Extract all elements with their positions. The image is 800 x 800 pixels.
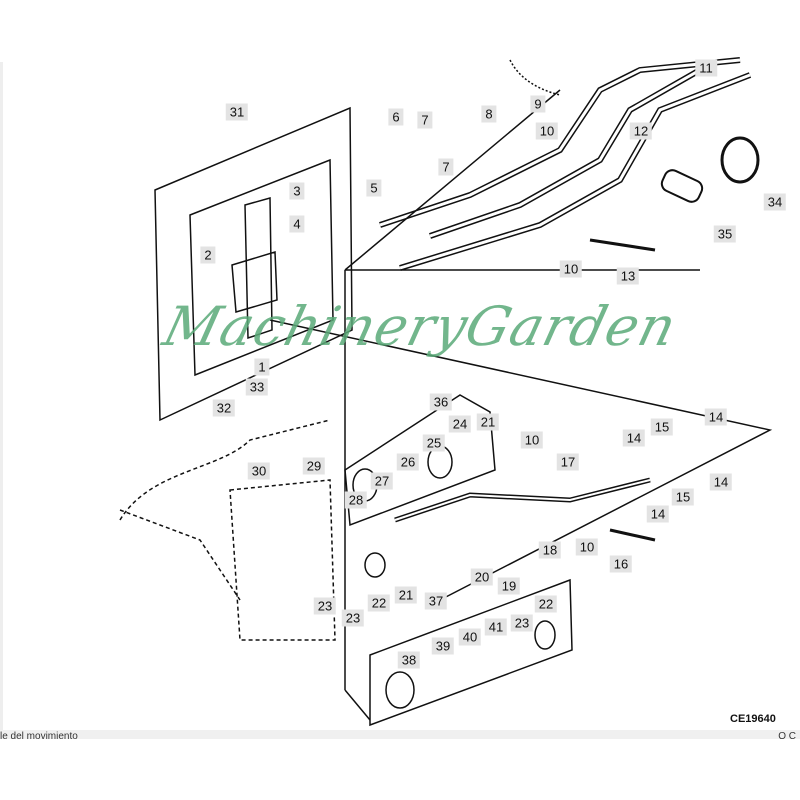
viewer-controls[interactable]: Q C (778, 731, 796, 739)
part-label: 15 (650, 418, 674, 436)
part-label: 3 (289, 182, 305, 200)
part-label: 41 (484, 618, 508, 636)
diagram-code: CE19640 (730, 713, 776, 725)
part-label: 35 (713, 225, 737, 243)
part-label: 20 (470, 568, 494, 586)
part-label: 24 (448, 415, 472, 433)
part-label: 25 (422, 434, 446, 452)
part-label: 9 (530, 95, 546, 113)
part-label: 18 (538, 541, 562, 559)
part-label: 23 (313, 597, 337, 615)
part-label: 37 (424, 592, 448, 610)
part-label: 22 (534, 595, 558, 613)
part-label: 13 (616, 267, 640, 285)
part-label: 10 (559, 260, 583, 278)
part-label: 23 (510, 614, 534, 632)
part-label: 27 (370, 472, 394, 490)
part-label: 29 (302, 457, 326, 475)
part-label: 34 (763, 193, 787, 211)
part-label: 21 (476, 413, 500, 431)
watermark: MachineryGarden (157, 295, 684, 358)
part-label: 12 (629, 122, 653, 140)
part-label: 14 (646, 505, 670, 523)
part-label: 39 (431, 637, 455, 655)
part-label: 7 (438, 158, 454, 176)
part-label: 7 (417, 111, 433, 129)
status-caption: le del movimiento (0, 731, 78, 739)
part-label: 17 (556, 453, 580, 471)
part-label: 30 (247, 462, 271, 480)
part-label: 8 (481, 105, 497, 123)
part-label: 19 (497, 577, 521, 595)
part-label: 28 (344, 491, 368, 509)
part-label: 11 (695, 59, 717, 77)
part-label: 14 (704, 408, 728, 426)
part-label: 22 (367, 594, 391, 612)
part-label: 32 (212, 399, 236, 417)
part-label: 33 (245, 378, 269, 396)
part-label: 10 (535, 122, 559, 140)
part-label: 14 (622, 429, 646, 447)
part-label: 10 (520, 431, 544, 449)
part-label: 4 (289, 215, 305, 233)
part-label: 15 (671, 488, 695, 506)
part-label: 36 (429, 393, 453, 411)
part-label: 23 (341, 609, 365, 627)
part-label: 26 (396, 453, 420, 471)
part-label: 1 (254, 358, 270, 376)
part-label: 16 (609, 555, 633, 573)
part-label: 31 (225, 103, 249, 121)
part-label: 6 (388, 108, 404, 126)
part-label: 2 (200, 246, 216, 264)
part-label: 5 (366, 179, 382, 197)
part-label: 21 (394, 586, 418, 604)
part-label: 14 (709, 473, 733, 491)
part-label: 38 (397, 651, 421, 669)
part-label: 40 (458, 628, 482, 646)
status-bar: le del movimiento Q C (0, 730, 800, 739)
part-label: 10 (575, 538, 599, 556)
